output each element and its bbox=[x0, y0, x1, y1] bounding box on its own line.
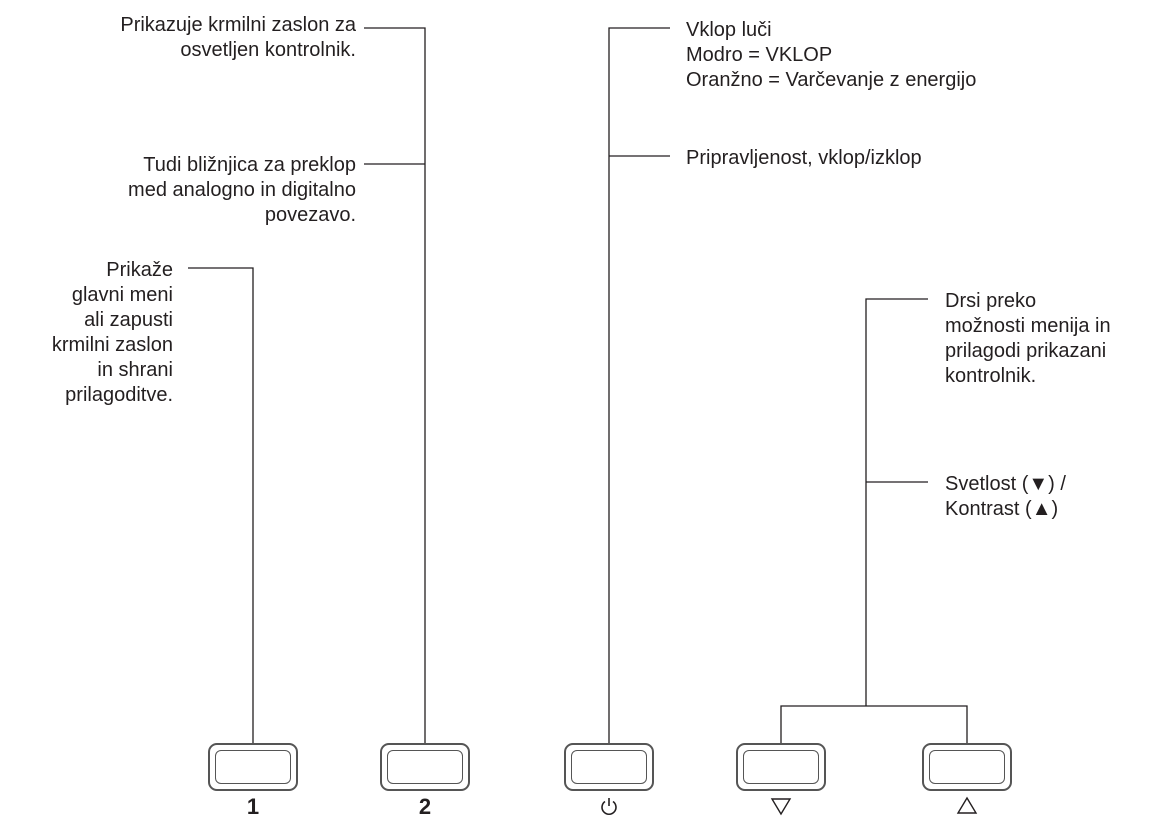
triangle-up-outline-icon bbox=[956, 796, 978, 814]
up-button[interactable] bbox=[922, 743, 1012, 791]
leader-monitor-menu bbox=[364, 27, 426, 743]
leader-scroll bbox=[865, 298, 928, 706]
callout-input-shortcut: Tudi bližnjica za preklop med analogno i… bbox=[128, 154, 356, 226]
button-2[interactable] bbox=[380, 743, 470, 791]
callout-power-switch: Pripravljenost, vklop/izklop bbox=[686, 147, 922, 169]
button-1-face bbox=[215, 750, 291, 784]
down-button-face bbox=[743, 750, 819, 784]
power-icon bbox=[601, 798, 617, 815]
power-button-face bbox=[571, 750, 647, 784]
triangle-down-outline-icon bbox=[770, 798, 792, 816]
up-button-face bbox=[929, 750, 1005, 784]
leader-arrow-split bbox=[780, 705, 968, 743]
callout-power-light: Vklop luči Modro = VKLOP Oranžno = Varče… bbox=[686, 19, 977, 91]
button-2-label: 2 bbox=[418, 794, 432, 819]
callout-main-menu: Prikaže glavni meni ali zapusti krmilni … bbox=[51, 259, 173, 406]
callout-monitor-menu: Prikazuje krmilni zaslon za osvetljen ko… bbox=[120, 14, 356, 61]
callout-scroll: Drsi preko možnosti menija in prilagodi … bbox=[945, 290, 1111, 387]
button-2-face bbox=[387, 750, 463, 784]
down-button[interactable] bbox=[736, 743, 826, 791]
power-button[interactable] bbox=[564, 743, 654, 791]
button-1[interactable] bbox=[208, 743, 298, 791]
leader-main-menu bbox=[188, 267, 254, 743]
button-1-label: 1 bbox=[246, 794, 260, 819]
leader-power-light bbox=[608, 27, 670, 743]
callout-brightness: Svetlost (▼) / Kontrast (▲) bbox=[945, 473, 1066, 520]
